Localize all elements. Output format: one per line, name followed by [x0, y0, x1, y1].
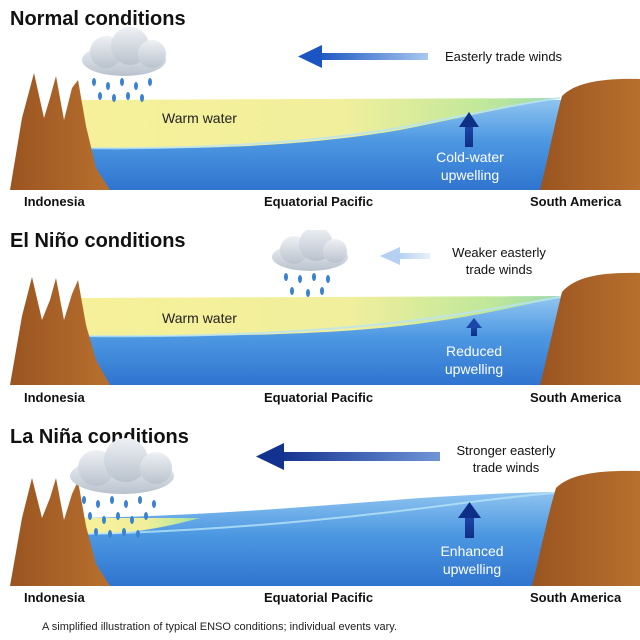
south-america-land [540, 78, 640, 190]
indonesia-land [10, 478, 110, 586]
upwelling-label: Reduced upwelling [444, 343, 504, 377]
wind-label: Weaker easterly trade winds [452, 245, 546, 277]
panel-title: Normal conditions [10, 8, 186, 30]
rain-drops [82, 496, 156, 538]
upwelling-arrow [459, 112, 479, 147]
location-pacific: Equatorial Pacific [264, 194, 374, 209]
warm-water-layer [80, 296, 565, 336]
location-pacific: Equatorial Pacific [264, 390, 374, 405]
location-south-america: South America [530, 590, 622, 605]
rain-cloud [82, 27, 166, 102]
upwelling-label: Cold-water upwelling [436, 149, 504, 183]
panel-el-nino: El Niño conditions Weaker easterl [0, 230, 640, 410]
caption: A simplified illustration of typical ENS… [42, 621, 398, 633]
panel-la-nina: La Niña conditions [0, 426, 640, 616]
location-indonesia: Indonesia [24, 194, 85, 209]
indonesia-land [10, 73, 110, 190]
warm-water-layer [80, 98, 560, 148]
upwelling-arrow [466, 318, 482, 336]
rain-drops [92, 78, 152, 102]
location-south-america: South America [530, 194, 622, 209]
ocean [80, 492, 565, 586]
location-pacific: Equatorial Pacific [264, 590, 374, 605]
rain-cloud [70, 438, 174, 538]
warm-water-label: Warm water [162, 310, 237, 326]
panel-title: El Niño conditions [10, 230, 186, 252]
wind-arrow [256, 443, 440, 470]
panel-title: La Niña conditions [10, 426, 189, 448]
rain-drops [284, 273, 330, 297]
scene-normal [10, 27, 640, 190]
scene-la-nina [10, 438, 640, 586]
south-america-land [532, 470, 640, 586]
indonesia-land [10, 277, 110, 385]
scene-el-nino [10, 230, 640, 385]
panel-normal: Normal conditions [0, 8, 640, 213]
location-indonesia: Indonesia [24, 390, 85, 405]
wind-label: Easterly trade winds [445, 49, 563, 64]
wind-arrow [298, 45, 428, 68]
upwelling-label: Enhanced upwelling [440, 543, 504, 577]
wind-label: Stronger easterly trade winds [456, 443, 556, 475]
location-south-america: South America [530, 390, 622, 405]
upwelling-arrow [458, 502, 481, 538]
warm-water-label: Warm water [162, 110, 237, 126]
wind-arrow [380, 247, 430, 265]
rain-cloud [272, 230, 348, 297]
south-america-land [540, 272, 640, 385]
location-indonesia: Indonesia [24, 590, 85, 605]
